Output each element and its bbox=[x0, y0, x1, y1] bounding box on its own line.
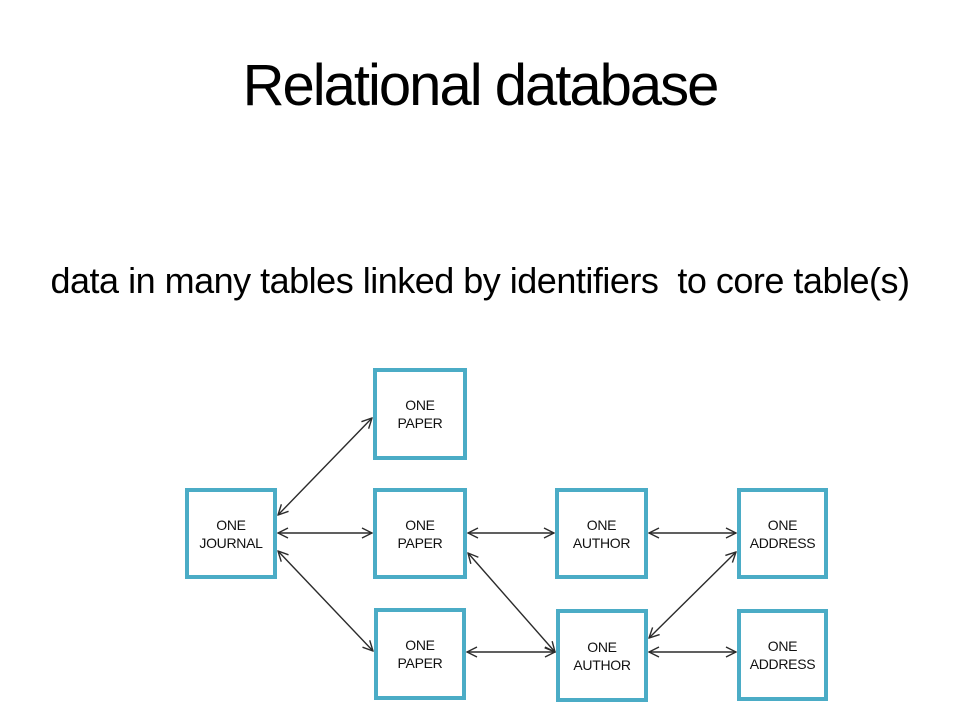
diagram-box-label-line: AUTHOR bbox=[572, 534, 631, 551]
diagram-box-label-line: PAPER bbox=[397, 415, 443, 431]
diagram-box-label-line: ONE bbox=[216, 516, 246, 533]
arrow-author-bottom-to-address-mid bbox=[649, 552, 736, 638]
diagram-box-label-line: ONE bbox=[405, 637, 435, 653]
diagram-box-paper-bottom: ONE PAPER bbox=[374, 608, 466, 700]
diagram-box-label-line: ONE bbox=[767, 516, 798, 533]
arrow-paper-mid-to-author-bottom bbox=[468, 553, 555, 652]
diagram-box-label-line: ADDRESS bbox=[749, 656, 816, 672]
diagram-box-label-line: AUTHOR bbox=[573, 656, 631, 673]
diagram-box-label-line: ONE bbox=[405, 516, 435, 533]
diagram-box-label-line: JOURNAL bbox=[199, 534, 263, 551]
slide-title: Relational database bbox=[242, 53, 720, 118]
diagram-box-paper-top: ONE PAPER bbox=[373, 368, 467, 460]
diagram-box-label-line: ADDRESS bbox=[749, 534, 816, 551]
diagram-box-label-line: ONE bbox=[767, 638, 798, 654]
diagram-box-label-line: ONE bbox=[405, 397, 435, 413]
arrow-journal-to-paper-top bbox=[278, 418, 372, 515]
slide-subtitle: data in many tables linked by identifier… bbox=[50, 260, 910, 301]
diagram-box-label-line: PAPER bbox=[397, 534, 443, 551]
diagram-box-address-bottom: ONE ADDRESS bbox=[737, 609, 828, 701]
diagram-box-label-line: ONE bbox=[586, 516, 617, 533]
diagram-box-label-line: ONE bbox=[587, 638, 617, 655]
diagram-box-label-line: PAPER bbox=[397, 655, 443, 671]
arrow-journal-to-paper-bottom bbox=[278, 551, 373, 651]
